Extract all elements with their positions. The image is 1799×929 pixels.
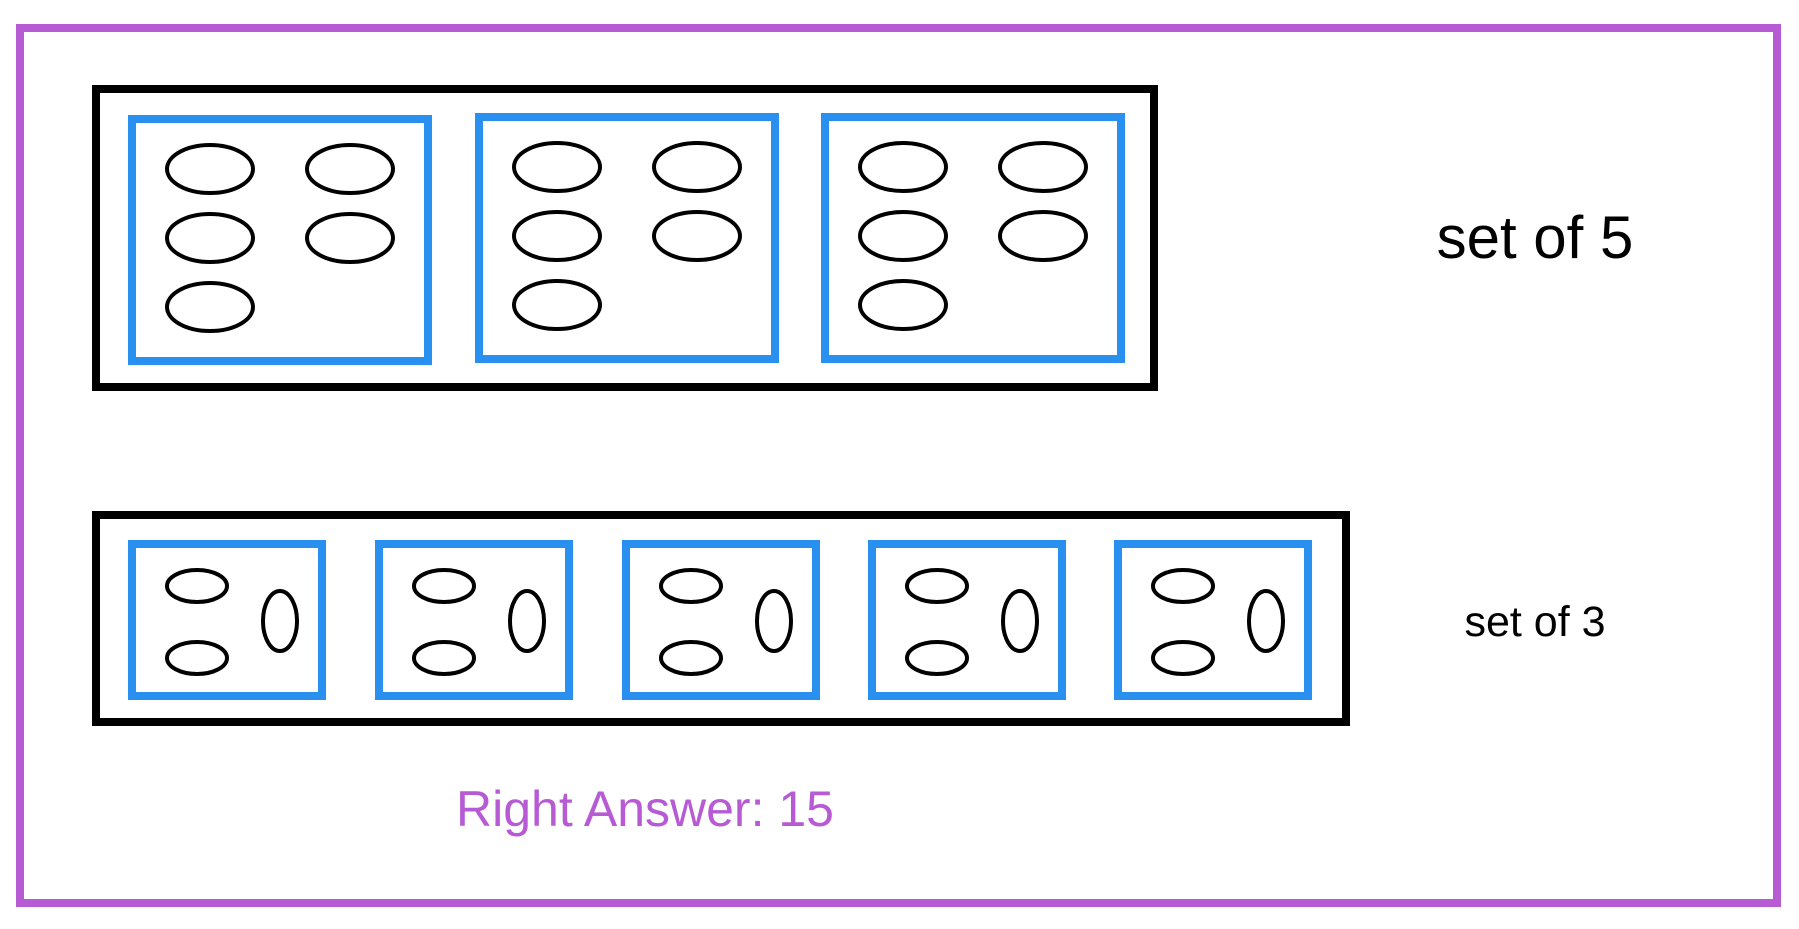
set-box: [475, 113, 779, 363]
object-oval: [165, 212, 255, 264]
set-group: [622, 540, 820, 700]
object-oval: [858, 279, 948, 331]
object-oval: [1247, 589, 1285, 653]
object-oval: [652, 141, 742, 193]
object-oval: [412, 640, 476, 676]
set-group: [375, 540, 573, 700]
sets-of-5: [128, 113, 1125, 365]
set-box: [868, 540, 1066, 700]
answer-text: Right Answer: 15: [456, 781, 834, 837]
set-box: [128, 115, 432, 365]
object-oval: [165, 568, 229, 604]
object-oval: [165, 281, 255, 333]
row-set-of-3: set of 3: [92, 511, 1606, 726]
set-group: [475, 113, 779, 363]
object-oval: [512, 210, 602, 262]
object-oval: [998, 141, 1088, 193]
set-box: [1114, 540, 1312, 700]
object-oval: [512, 141, 602, 193]
group-box-set-of-5: [92, 85, 1158, 391]
set-group: [1114, 540, 1312, 700]
set-box: [821, 113, 1125, 363]
object-oval: [858, 210, 948, 262]
object-oval: [858, 141, 948, 193]
object-oval: [998, 210, 1088, 262]
set-box: [375, 540, 573, 700]
object-oval: [508, 589, 546, 653]
object-oval: [1151, 568, 1215, 604]
object-oval: [165, 143, 255, 195]
set-box: [128, 540, 326, 700]
object-oval: [1151, 640, 1215, 676]
object-oval: [652, 210, 742, 262]
group-box-set-of-3: [92, 511, 1350, 726]
outer-frame: [16, 24, 1781, 907]
object-oval: [905, 640, 969, 676]
object-oval: [659, 640, 723, 676]
sets-of-3: [128, 540, 1312, 700]
object-oval: [165, 640, 229, 676]
set-box: [622, 540, 820, 700]
object-oval: [512, 279, 602, 331]
object-oval: [412, 568, 476, 604]
set-group: [821, 113, 1125, 363]
object-oval: [1001, 589, 1039, 653]
row-label-set-of-5: set of 5: [1437, 204, 1634, 271]
set-group: [128, 540, 326, 700]
object-oval: [659, 568, 723, 604]
object-oval: [305, 212, 395, 264]
set-group: [868, 540, 1066, 700]
object-oval: [261, 589, 299, 653]
object-oval: [905, 568, 969, 604]
object-oval: [755, 589, 793, 653]
row-label-set-of-3: set of 3: [1464, 598, 1605, 646]
set-group: [128, 115, 432, 365]
object-oval: [305, 143, 395, 195]
row-set-of-5: set of 5: [92, 85, 1634, 391]
